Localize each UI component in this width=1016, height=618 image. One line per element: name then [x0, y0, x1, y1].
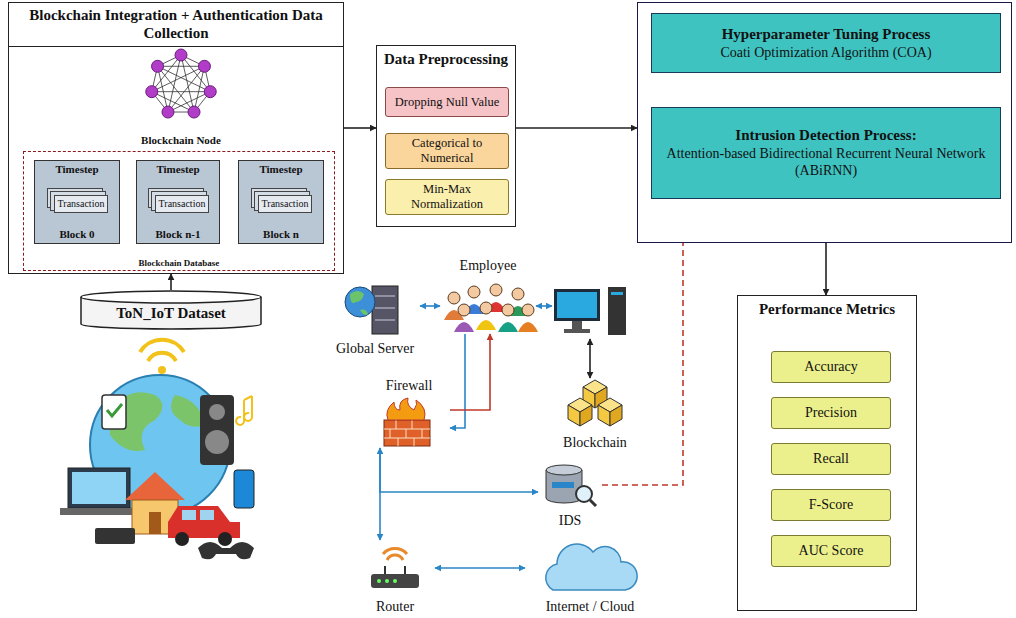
- connector: [825, 243, 827, 295]
- connector: [516, 127, 637, 129]
- process-box: Hyperparameter Tuning ProcessCoati Optim…: [651, 13, 1001, 73]
- computer-icon: [552, 283, 630, 339]
- node-label: Hyperparameter Tuning Process: [652, 24, 1000, 44]
- node-label: Intrusion Detection Process:: [652, 125, 1000, 145]
- node-label: ToN_IoT Dataset: [80, 300, 262, 326]
- node-label: Dropping Null Value: [386, 93, 508, 112]
- dataset-cylinder: ToN_IoT Dataset: [80, 290, 262, 328]
- node-label: Min-Max Normalization: [386, 180, 508, 214]
- node-label: Block n-1: [156, 228, 201, 243]
- process-box: Dropping Null Value: [385, 87, 509, 117]
- node-label: Attention-based Bidirectional Recurrent …: [652, 145, 1000, 181]
- node-label: Precision: [772, 402, 890, 425]
- connector: [536, 305, 552, 307]
- metric-box: Accuracy: [771, 351, 891, 383]
- graph-icon: [121, 49, 241, 147]
- node-label: Timestep: [156, 161, 199, 176]
- connector: [589, 339, 591, 378]
- preprocessing-panel: Data PreprocessingDropping Null ValueCat…: [376, 45, 516, 227]
- metric-box: Precision: [771, 397, 891, 429]
- node-label: Block 0: [59, 228, 94, 243]
- block-box: TimestepTransactionBlock n: [238, 160, 324, 244]
- node-label: Data Preprocessing: [377, 46, 515, 72]
- node-label: Transaction: [155, 195, 210, 213]
- node-label: Recall: [772, 448, 890, 471]
- router-icon: Router: [355, 540, 435, 616]
- process-box: Intrusion Detection Process:Attention-ba…: [651, 107, 1001, 199]
- node-label: Router: [355, 599, 435, 616]
- computer-icon: [552, 283, 630, 339]
- firewall-icon: Firewall: [368, 378, 450, 448]
- process-box: Min-Max Normalization: [385, 179, 509, 215]
- connector: [380, 448, 538, 492]
- block-box: TimestepTransactionBlock n-1: [136, 160, 220, 244]
- metrics-panel: Performance MetricsAccuracyPrecisionReca…: [737, 295, 917, 611]
- connector: [450, 334, 490, 410]
- process-box: Categorical to Numerical: [385, 133, 509, 169]
- cloud-icon: Internet / Cloud: [525, 538, 655, 616]
- node-label: Global Server: [330, 341, 420, 358]
- node-label: Block n: [263, 228, 299, 243]
- server-icon: Global Server: [330, 282, 420, 358]
- node-label: Blockchain Node: [139, 134, 223, 147]
- panel: Blockchain Integration + Authentication …: [8, 2, 344, 274]
- metric-box: F-Score: [771, 489, 891, 521]
- node-label: Coati Optimization Algorithm (COA): [652, 44, 1000, 63]
- node-label: Blockchain Integration + Authentication …: [9, 3, 343, 47]
- node-label: Transaction: [258, 195, 313, 213]
- connector: [344, 127, 376, 129]
- node-label: Blockchain Database: [24, 258, 334, 270]
- blockchain-icon: Blockchain: [550, 378, 640, 452]
- connector: [379, 448, 381, 540]
- connector: [420, 305, 440, 307]
- node-label: Internet / Cloud: [525, 599, 655, 616]
- connector: [435, 567, 525, 569]
- metric-box: AUC Score: [771, 535, 891, 567]
- node-label: Timestep: [259, 161, 302, 176]
- node-label: AUC Score: [772, 540, 890, 563]
- node-label: Timestep: [55, 161, 98, 176]
- connector: [170, 274, 172, 290]
- employee-group: Employee: [440, 258, 536, 334]
- model-panel: Hyperparameter Tuning ProcessCoati Optim…: [637, 2, 1012, 243]
- metric-box: Recall: [771, 443, 891, 475]
- ids-icon: IDS: [538, 462, 602, 530]
- node-label: Blockchain: [550, 435, 640, 452]
- database-region: Blockchain Database TimestepTransactionBl…: [23, 151, 335, 271]
- blockchain-node-graph: Blockchain Node: [121, 49, 241, 147]
- connector: [450, 334, 465, 428]
- node-label: Transaction: [54, 195, 109, 213]
- block-box: TimestepTransactionBlock 0: [34, 160, 120, 244]
- node-label: F-Score: [772, 494, 890, 517]
- node-label: Performance Metrics: [738, 296, 916, 322]
- node-label: IDS: [538, 513, 602, 530]
- node-label: Categorical to Numerical: [386, 134, 508, 168]
- node-label: Accuracy: [772, 356, 890, 379]
- node-label: Employee: [440, 258, 536, 275]
- node-label: Firewall: [368, 378, 450, 395]
